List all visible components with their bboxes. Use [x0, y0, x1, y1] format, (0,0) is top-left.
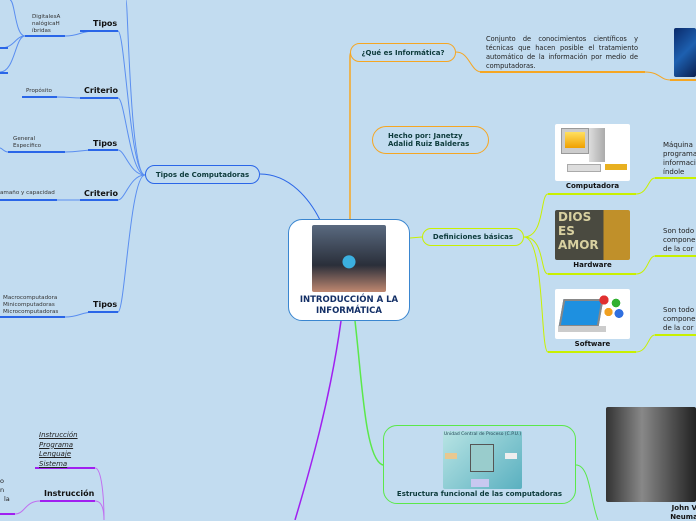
branch-tipos-1[interactable]: Tipos — [93, 19, 118, 28]
computadora-label[interactable]: Computadora — [565, 182, 620, 190]
definiciones-node[interactable]: Definiciones básicas — [422, 228, 524, 246]
instruccion-left-text: o n la — [0, 477, 10, 504]
neumann-label[interactable]: John Von Neumann — [670, 504, 696, 521]
tipos-computadoras-label: Tipos de Computadoras — [155, 170, 250, 179]
hardware-image-text: DIOS ES AMOR — [558, 210, 599, 252]
detail-tipos-2: General Específico — [13, 136, 42, 149]
cpu-diagram-image: Unidad Central de Proceso (C.P.U.) — [443, 431, 522, 489]
term: Sistema — [39, 459, 68, 468]
hardware-definition: Son todo compone de la cor — [663, 227, 696, 253]
term: Lenguaje — [39, 450, 72, 458]
detail-tipos-1: DigitalesA nalógicaH íbridas — [32, 14, 61, 34]
hardware-label[interactable]: Hardware — [573, 261, 612, 269]
software-definition: Son todo compone de la cor — [663, 306, 696, 332]
estructura-label: Estructura funcional de las computadoras — [396, 490, 563, 498]
central-node[interactable]: INTRODUCCIÓN A LA INFORMÁTICA — [288, 219, 410, 321]
detail-criterio-2: amaño y capacidad — [0, 190, 55, 196]
estructura-node[interactable]: Unidad Central de Proceso (C.P.U.) Estru… — [383, 425, 576, 504]
fragment: n — [0, 486, 5, 494]
software-label[interactable]: Software — [574, 340, 611, 348]
term: Programa — [39, 440, 74, 449]
central-title: INTRODUCCIÓN A LA INFORMÁTICA — [299, 295, 399, 316]
detail-criterio-1: Propósito — [26, 88, 52, 94]
branch-tipos-3[interactable]: Tipos — [93, 300, 118, 309]
que-es-definition: Conjunto de conocimientos científicos y … — [486, 35, 638, 70]
definiciones-label: Definiciones básicas — [432, 233, 514, 241]
que-es-node[interactable]: ¿Qué es Informática? — [350, 43, 456, 62]
autor-label: Hecho por: Janetzy Adalid Ruiz Balderas — [388, 132, 470, 148]
cpu-diagram-title: Unidad Central de Proceso (C.P.U.) — [443, 432, 522, 437]
term: Instrucción — [39, 431, 78, 439]
branch-criterio-1[interactable]: Criterio — [84, 86, 118, 95]
hardware-image: DIOS ES AMOR — [555, 210, 630, 260]
technology-image — [312, 225, 386, 292]
autor-node[interactable]: Hecho por: Janetzy Adalid Ruiz Balderas — [372, 126, 489, 154]
computadora-definition: Máquina programa informaci índole — [663, 141, 696, 176]
detail-tipos-3: Macrocomputadora Minicomputadoras Microc… — [3, 295, 59, 315]
computer-image — [555, 124, 630, 181]
software-image — [555, 289, 630, 339]
branch-criterio-2[interactable]: Criterio — [84, 189, 118, 198]
branch-tipos-2[interactable]: Tipos — [93, 139, 118, 148]
instruccion-terms: Instrucción Programa Lenguaje Sistema — [39, 431, 78, 469]
tipos-computadoras-node[interactable]: Tipos de Computadoras — [145, 165, 260, 184]
fragment: o — [0, 477, 4, 485]
informatica-image — [674, 28, 696, 77]
que-es-label: ¿Qué es Informática? — [361, 48, 445, 57]
instruccion-label[interactable]: Instrucción — [44, 489, 95, 498]
john-von-neumann-photo — [606, 407, 696, 502]
fragment: la — [4, 495, 10, 503]
